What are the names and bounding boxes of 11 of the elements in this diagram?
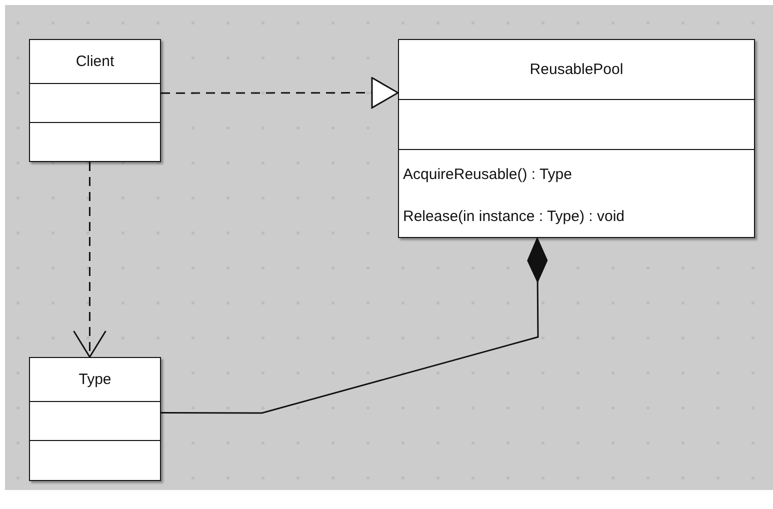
method-text: AcquireReusable() : Type [403,166,572,184]
composition-line [161,238,548,414]
class-name: Client [76,53,114,70]
class-box [398,39,755,238]
class-name: Type [78,371,112,388]
class-name: ReusablePool [530,61,624,78]
class-box [29,357,161,481]
dashed-arrow [161,77,399,109]
class-box [29,39,161,162]
method-text: Release(in instance : Type) : void [403,208,625,225]
dashed-arrow [72,162,106,358]
